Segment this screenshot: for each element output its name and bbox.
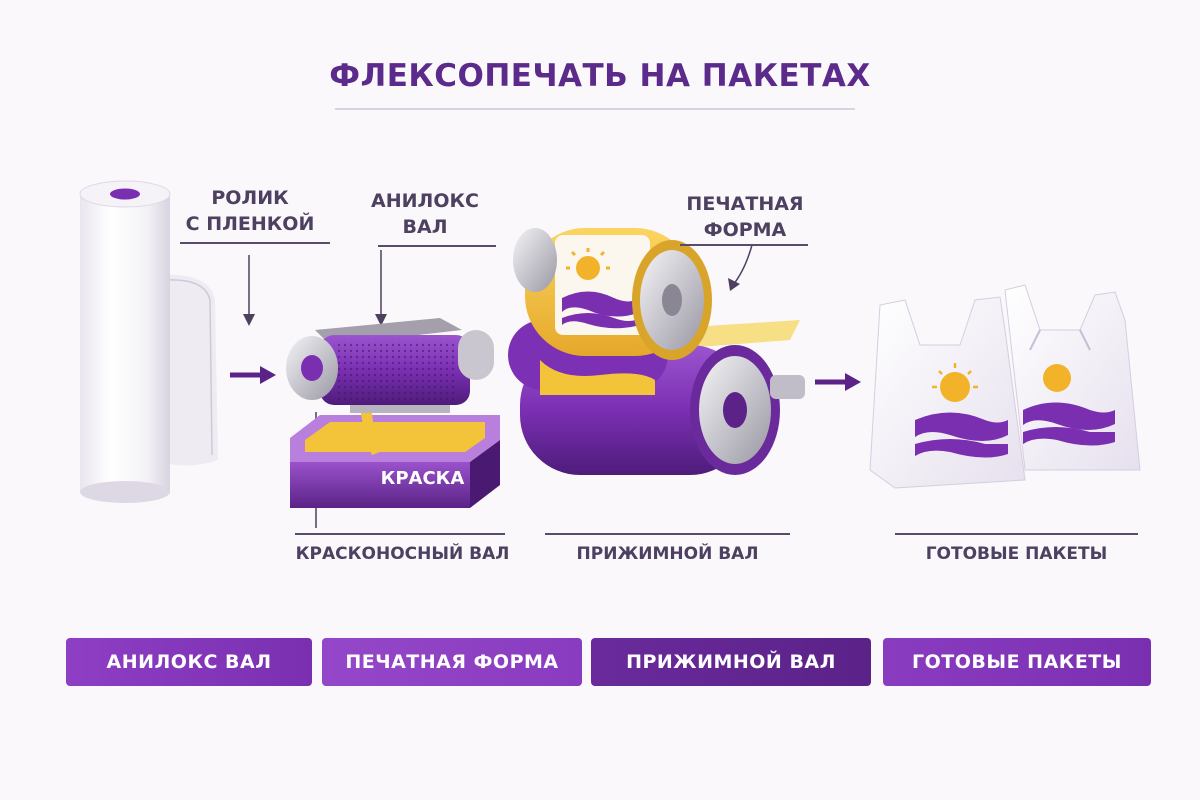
finished-bags-label: ГОТОВЫЕ ПАКЕТЫ	[925, 544, 1108, 564]
step-bags: ГОТОВЫЕ ПАКЕТЫ	[883, 638, 1151, 686]
flow-arrows	[230, 244, 861, 528]
ink-tray-label: КРАСКА	[380, 468, 465, 489]
anilox-roller-illustration	[286, 318, 494, 413]
step-plate-label: ПЕЧАТНАЯ ФОРМА	[345, 651, 559, 673]
film-roll-label-line1: РОЛИК	[211, 187, 289, 209]
page-title: ФЛЕКСОПЕЧАТЬ НА ПАКЕТАХ	[329, 58, 871, 94]
step-plate: ПЕЧАТНАЯ ФОРМА	[322, 638, 582, 686]
step-impression: ПРИЖИМНОЙ ВАЛ	[591, 638, 871, 686]
anilox-label-underline	[378, 245, 496, 247]
film-roll-label: РОЛИК С ПЛЕНКОЙ	[170, 185, 330, 237]
impression-roller-underline	[545, 533, 790, 535]
film-roll-label-underline	[180, 242, 330, 244]
plate-label: ПЕЧАТНАЯ ФОРМА	[670, 191, 820, 243]
fountain-roller-label: КРАСКОНОСНЫЙ ВАЛ	[295, 544, 510, 564]
film-roll-label-line2: С ПЛЕНКОЙ	[185, 213, 315, 235]
impression-roller-label: ПРИЖИМНОЙ ВАЛ	[576, 544, 759, 564]
step-anilox: АНИЛОКС ВАЛ	[66, 638, 312, 686]
film-roll-illustration	[79, 180, 218, 503]
plate-label-underline	[680, 244, 808, 246]
plate-label-line1: ПЕЧАТНАЯ	[686, 193, 804, 215]
title-divider	[335, 108, 855, 110]
anilox-label-line2: ВАЛ	[402, 216, 448, 238]
printing-cylinders-illustration	[508, 228, 805, 475]
ink-tray-illustration	[290, 408, 500, 508]
step-bags-label: ГОТОВЫЕ ПАКЕТЫ	[912, 651, 1122, 673]
anilox-label: АНИЛОКС ВАЛ	[355, 188, 495, 240]
plate-label-line2: ФОРМА	[703, 219, 787, 241]
step-anilox-label: АНИЛОКС ВАЛ	[106, 651, 272, 673]
fountain-roller-underline	[295, 533, 505, 535]
step-impression-label: ПРИЖИМНОЙ ВАЛ	[626, 651, 836, 673]
finished-bags-underline	[895, 533, 1138, 535]
finished-bags-illustration	[869, 284, 1141, 489]
anilox-label-line1: АНИЛОКС	[371, 190, 479, 212]
